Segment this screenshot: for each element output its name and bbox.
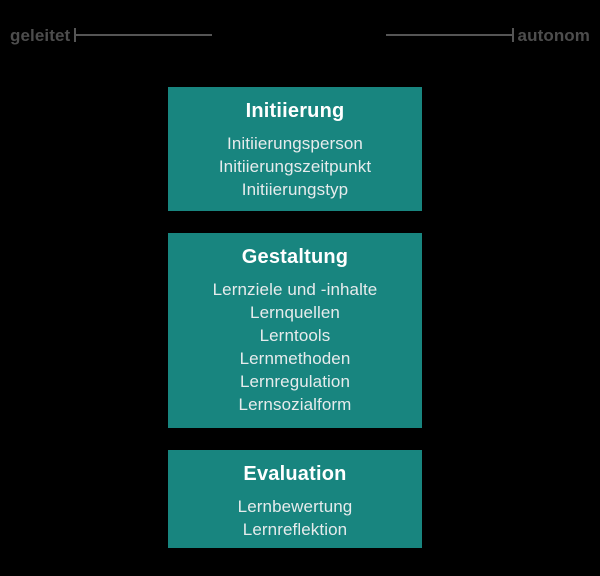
- list-item: Lerntools: [259, 326, 331, 345]
- list-item: Lernreflektion: [242, 520, 348, 539]
- stage-item-list: Lernziele und -inhalte Lernquellen Lernt…: [176, 278, 414, 416]
- list-item: Lernquellen: [250, 303, 340, 322]
- stage-box-initiierung: Initiierung Initiierungsperson Initiieru…: [168, 87, 422, 211]
- list-item: Lernsozialform: [238, 395, 352, 414]
- stage-stack: Initiierung Initiierungsperson Initiieru…: [168, 87, 422, 548]
- list-item: Lernmethoden: [239, 349, 351, 368]
- axis-rule-left: [76, 34, 213, 36]
- list-item: Lernregulation: [239, 372, 351, 391]
- stage-title: Evaluation: [243, 463, 347, 485]
- stage-title: Initiierung: [245, 100, 345, 122]
- list-item: Initiierungsperson: [227, 134, 363, 153]
- stage-item-list: Lernbewertung Lernreflektion: [176, 495, 414, 541]
- axis-rule-right: [385, 34, 512, 36]
- stage-box-gestaltung: Gestaltung Lernziele und -inhalte Lernqu…: [168, 233, 422, 428]
- list-item: Lernbewertung: [237, 497, 353, 516]
- continuum-axis: geleitet autonom: [0, 22, 600, 48]
- stage-box-evaluation: Evaluation Lernbewertung Lernreflektion: [168, 450, 422, 548]
- axis-label-autonom: autonom: [517, 25, 590, 45]
- axis-tick-right: [511, 28, 514, 42]
- stage-item-list: Initiierungsperson Initiierungszeitpunkt…: [176, 132, 414, 201]
- list-item: Lernziele und -inhalte: [212, 280, 378, 299]
- axis-label-geleitet: geleitet: [10, 25, 71, 45]
- list-item: Initiierungszeitpunkt: [218, 157, 372, 176]
- list-item: Initiierungstyp: [241, 180, 349, 199]
- axis-tick-left: [74, 28, 77, 42]
- stage-title: Gestaltung: [241, 246, 349, 268]
